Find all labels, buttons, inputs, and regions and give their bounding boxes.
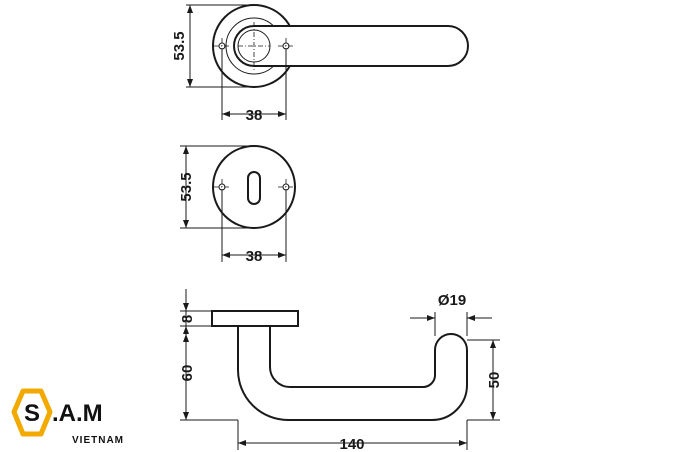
sam-vietnam-logo: S .A.M VIETNAM — [11, 388, 124, 446]
dim-length: 140 — [339, 436, 364, 452]
lever-outline — [233, 25, 469, 67]
dim-front-handle-height: 53.5 — [171, 31, 188, 60]
dim-diameter: Ø19 — [438, 292, 466, 309]
dim-handle-height: 50 — [486, 372, 503, 389]
side-view: 8 60 Ø19 50 140 — [179, 289, 503, 452]
logo-hexagon-gold — [11, 388, 53, 437]
dim-escutcheon-height: 53.5 — [178, 172, 195, 201]
front-handle-view: 53.5 38 — [171, 4, 469, 124]
logo-subtitle: VIETNAM — [72, 435, 124, 446]
keyhole-slot — [247, 171, 261, 205]
logo-letters-am: .A.M — [52, 400, 103, 427]
dim-front-handle-width: 38 — [246, 107, 263, 124]
escutcheon-view: 53.5 38 — [178, 145, 296, 265]
dim-rose-thickness: 8 — [179, 315, 196, 323]
dim-escutcheon-width: 38 — [246, 248, 263, 265]
logo-letter-s: S — [24, 400, 40, 427]
side-rose-plate — [211, 310, 299, 327]
side-lever-profile — [237, 326, 468, 421]
dim-projection: 60 — [179, 365, 196, 382]
